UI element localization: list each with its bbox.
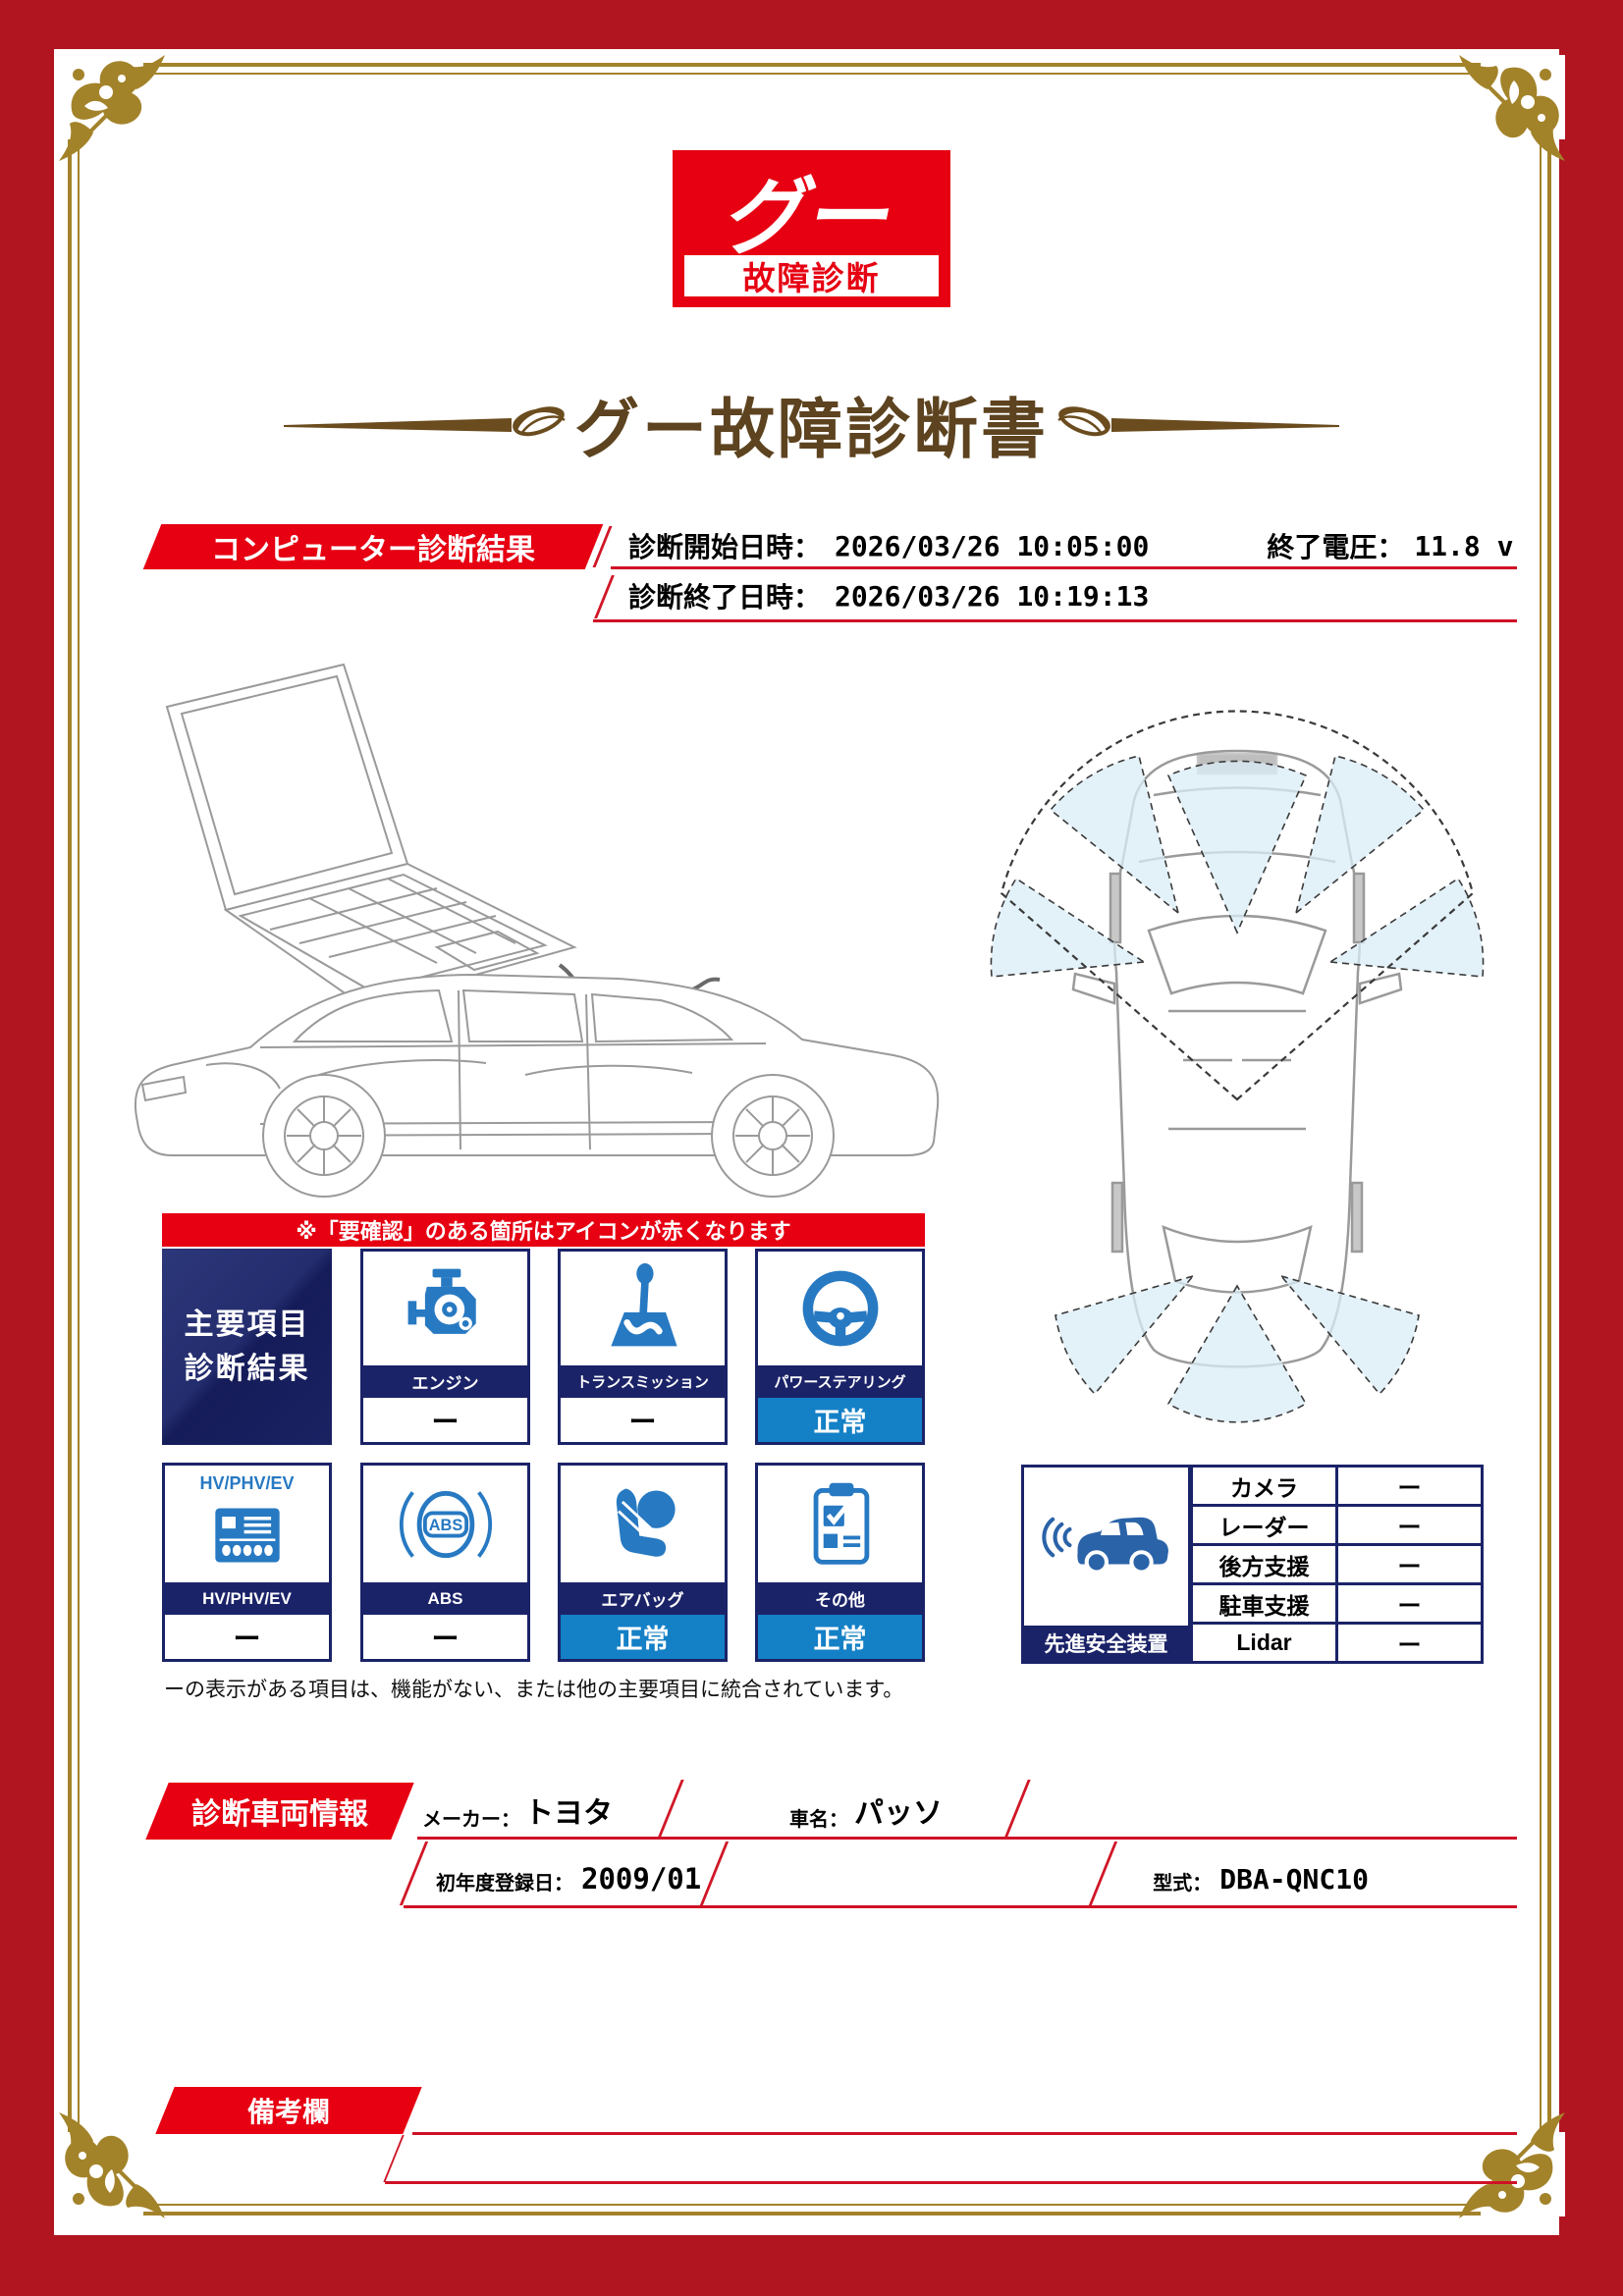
abs-icon-text: ABS bbox=[428, 1516, 462, 1533]
table-row: 駐車支援ー bbox=[1190, 1582, 1484, 1625]
airbag-icon bbox=[616, 1488, 676, 1557]
result-value: 正常 bbox=[758, 1398, 922, 1442]
remarks-header: 備考欄 bbox=[155, 2087, 422, 2134]
table-row: レーダーー bbox=[1190, 1504, 1484, 1546]
model-code-label: 型式： bbox=[1153, 1873, 1213, 1895]
model-code-value: DBA-QNC10 bbox=[1219, 1863, 1369, 1896]
transmission-icon bbox=[610, 1262, 677, 1347]
steering-wheel-icon bbox=[802, 1270, 878, 1347]
result-value: 正常 bbox=[561, 1615, 725, 1659]
remarks-header-label: 備考欄 bbox=[246, 2097, 330, 2127]
laptop-car-illustration bbox=[134, 663, 940, 1198]
page-title: グー故障診断書 bbox=[574, 393, 1049, 465]
vehicle-row-2: 初年度登録日： 2009/01 型式： DBA-QNC10 bbox=[436, 1860, 1516, 1899]
result-card-airbag: エアバッグ 正常 bbox=[558, 1463, 728, 1662]
safety-value: ー bbox=[1335, 1465, 1484, 1507]
corner-ornament-bottom-right bbox=[1457, 2110, 1567, 2220]
goo-logo: グー 故障診断 bbox=[673, 150, 950, 307]
hv-icon-title: HV/PHV/EV bbox=[199, 1473, 295, 1493]
safety-icon-cell: 先進安全装置 bbox=[1021, 1465, 1191, 1664]
hv-phv-ev-icon bbox=[214, 1508, 280, 1563]
corner-ornament-top-left bbox=[57, 53, 167, 163]
main-results-panel: 主要項目 診断結果 bbox=[162, 1249, 332, 1445]
goo-logo-brand: グー bbox=[717, 171, 902, 265]
diagnosis-end-row: 診断終了日時： 2026/03/26 10:19:13 bbox=[628, 574, 1517, 617]
title-flourish-left bbox=[284, 406, 566, 437]
diagnosis-start-row: 診断開始日時： 2026/03/26 10:05:00 終了電圧： 11.8 v bbox=[628, 524, 1517, 567]
result-label: トランスミッション bbox=[561, 1365, 725, 1398]
result-value: ー bbox=[165, 1615, 329, 1659]
panel-line2: 診断結果 bbox=[184, 1353, 310, 1385]
result-label: ABS bbox=[363, 1582, 527, 1615]
grid-footnote: ーの表示がある項目は、機能がない、または他の主要項目に統合されています。 bbox=[164, 1679, 904, 1701]
end-voltage-value: 11.8 v bbox=[1414, 529, 1514, 562]
result-card-other: その他 正常 bbox=[755, 1463, 925, 1662]
safety-value: ー bbox=[1335, 1504, 1484, 1546]
result-label: HV/PHV/EV bbox=[165, 1582, 329, 1615]
vehicle-info-header: 診断車両情報 bbox=[145, 1783, 414, 1840]
computer-diagnosis-header: コンピューター診断結果 bbox=[142, 524, 604, 569]
first-registration-label: 初年度登録日： bbox=[436, 1873, 573, 1895]
result-card-engine: エンジン ー bbox=[360, 1249, 530, 1445]
corner-ornament-bottom-left bbox=[57, 2110, 167, 2220]
title-row: グー故障診断書 bbox=[0, 375, 1623, 473]
title-flourish-right bbox=[1057, 406, 1339, 437]
result-value: ー bbox=[363, 1615, 527, 1659]
safety-label: 駐車支援 bbox=[1190, 1582, 1338, 1625]
result-card-power-steering: パワーステアリング 正常 bbox=[755, 1249, 925, 1445]
computer-diagnosis-header-label: コンピューター診断結果 bbox=[211, 534, 535, 566]
safety-value: ー bbox=[1335, 1622, 1484, 1664]
warning-banner: ※「要確認」のある箇所はアイコンが赤くなります bbox=[162, 1213, 925, 1247]
result-label: エアバッグ bbox=[561, 1582, 725, 1615]
vehicle-row-1: メーカー： トヨタ 車名： パッソ bbox=[422, 1790, 1517, 1836]
goo-logo-subtitle: 故障診断 bbox=[684, 255, 939, 296]
frame-left bbox=[0, 0, 54, 2296]
result-card-abs: ABS ABS ー bbox=[360, 1463, 530, 1662]
safety-value: ー bbox=[1335, 1543, 1484, 1585]
vehicle-info-header-label: 診断車両情報 bbox=[191, 1798, 368, 1831]
table-row: 後方支援ー bbox=[1190, 1543, 1484, 1585]
safety-car-icon bbox=[1041, 1517, 1168, 1575]
result-value: ー bbox=[363, 1398, 527, 1442]
gold-border bbox=[68, 63, 1551, 2216]
car-name-label: 車名： bbox=[789, 1809, 848, 1831]
result-card-transmission: トランスミッション ー bbox=[558, 1249, 728, 1445]
first-registration-value: 2009/01 bbox=[581, 1862, 702, 1896]
abs-icon: ABS bbox=[399, 1490, 492, 1558]
result-label: パワーステアリング bbox=[758, 1365, 922, 1398]
safety-value: ー bbox=[1335, 1582, 1484, 1625]
main-results-grid: 主要項目 診断結果 エンジン ー bbox=[162, 1249, 925, 1662]
engine-icon bbox=[407, 1268, 476, 1334]
diagnosis-end-value: 2026/03/26 10:19:13 bbox=[835, 579, 1150, 613]
frame-right bbox=[1559, 0, 1623, 2296]
diagnosis-end-label: 診断終了日時： bbox=[628, 582, 822, 613]
sensor-coverage-illustration bbox=[990, 710, 1485, 1423]
frame-bottom bbox=[0, 2235, 1623, 2296]
diagnosis-start-value: 2026/03/26 10:05:00 bbox=[835, 529, 1150, 562]
diagnosis-start-label: 診断開始日時： bbox=[628, 532, 822, 562]
result-label: その他 bbox=[758, 1582, 922, 1615]
car-name-value: パッソ bbox=[854, 1797, 943, 1830]
result-value: 正常 bbox=[758, 1615, 922, 1659]
panel-line1: 主要項目 bbox=[184, 1308, 310, 1341]
clipboard-icon bbox=[813, 1482, 869, 1565]
safety-label: レーダー bbox=[1190, 1504, 1338, 1546]
result-card-hv-phv-ev: HV/PHV/EV HV/PHV/EV ー bbox=[162, 1463, 332, 1662]
end-voltage-label: 終了電圧： bbox=[1267, 532, 1405, 562]
safety-label: 後方支援 bbox=[1190, 1543, 1338, 1585]
safety-label: Lidar bbox=[1190, 1622, 1338, 1664]
maker-label: メーカー： bbox=[422, 1809, 520, 1831]
safety-label: カメラ bbox=[1190, 1465, 1338, 1507]
frame-top bbox=[0, 0, 1623, 49]
table-row: カメラー bbox=[1190, 1465, 1484, 1507]
safety-banner: 先進安全装置 bbox=[1024, 1626, 1188, 1661]
result-label: エンジン bbox=[363, 1365, 527, 1398]
result-value: ー bbox=[561, 1398, 725, 1442]
corner-ornament-top-right bbox=[1457, 53, 1567, 163]
maker-value: トヨタ bbox=[524, 1797, 613, 1830]
